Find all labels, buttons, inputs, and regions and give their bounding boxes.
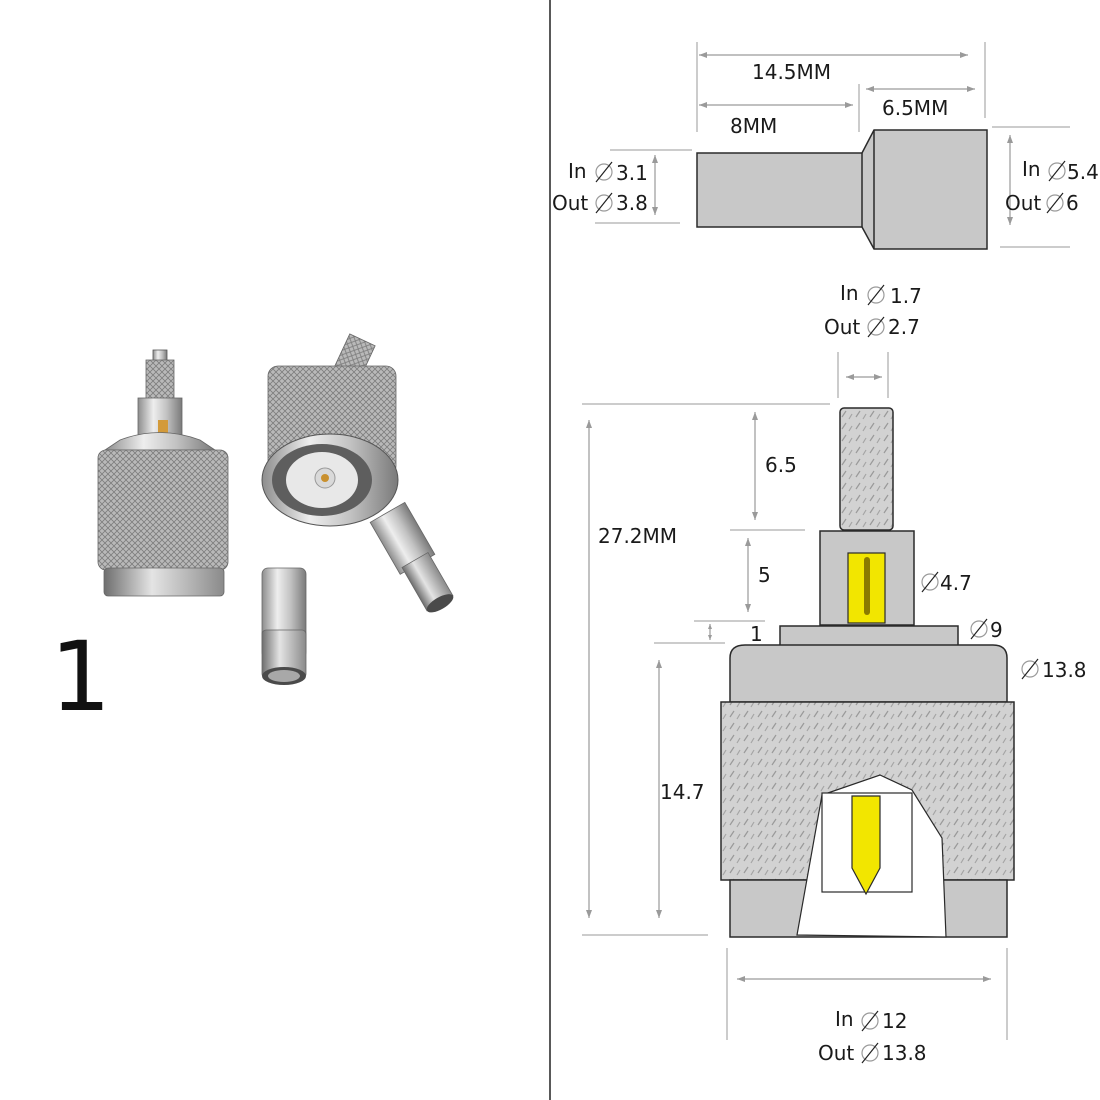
value-nut-out: 13.8 [882,1041,927,1065]
diameter-icon [970,618,988,640]
label-large-out: Out [1005,191,1041,215]
dim-overall-length [699,52,968,58]
label-large-in: In [1022,157,1041,181]
connector-front-view [261,333,399,527]
label-nut-in: In [835,1007,854,1031]
body-upper [729,644,1008,703]
label-large-length: 6.5MM [882,96,948,120]
label-insulator-length: 5 [758,563,771,587]
label-overall-length: 14.5MM [752,60,831,84]
value-pin-out: 2.7 [888,315,920,339]
ferrule-small [261,567,307,685]
dim-insulator-length [745,538,751,612]
diameter-icon [595,161,613,183]
label-nut-out: Out [818,1041,854,1065]
ferrule-drawing: 14.5MM 8MM 6.5MM In 3.1 Out 3.8 In 5.4 O… [552,42,1099,250]
value-small-in: 3.1 [616,161,648,185]
diameter-icon [861,1042,879,1064]
flange [779,625,959,647]
dim-pin-length [752,412,758,520]
label-overall-length: 27.2MM [598,524,677,548]
dim-nut-diameter [737,976,991,982]
label-body-diameter: 13.8 [1042,658,1087,682]
value-pin-in: 1.7 [890,284,922,308]
connector-side-view [97,349,229,597]
diameter-icon [867,284,885,306]
ferrule-large [369,501,454,613]
diameter-icon [921,571,939,593]
value-nut-in: 12 [882,1009,907,1033]
dim-small-length [699,102,853,108]
center-pin [839,407,894,531]
label-small-in: In [568,159,587,183]
diameter-icon [595,192,613,214]
label-body-length: 14.7 [660,780,705,804]
label-small-out: Out [552,191,588,215]
label-insulator-diameter: 4.7 [940,571,972,595]
label-pin-out: Out [824,315,860,339]
diameter-icon [1021,658,1039,680]
dim-overall-length [586,420,592,918]
product-photo [97,333,454,685]
dim-flange-thickness [708,624,712,640]
value-large-out: 6 [1066,191,1079,215]
value-small-out: 3.8 [616,191,648,215]
diameter-icon [1048,160,1066,182]
panel-number: 1 [50,621,111,733]
value-large-in: 5.4 [1067,160,1099,184]
dim-body-length [656,660,662,918]
label-small-length: 8MM [730,114,777,138]
diameter-icon [867,316,885,338]
diameter-icon [861,1010,879,1032]
dim-large-length [866,86,975,92]
connector-drawing: In 1.7 Out 2.7 27.2MM [582,281,1087,1065]
label-flange-thickness: 1 [750,622,763,646]
ferrule-outline [696,129,988,250]
label-pin-in: In [840,281,859,305]
label-flange-diameter: 9 [990,618,1003,642]
label-pin-length: 6.5 [765,453,797,477]
diameter-icon [1046,192,1064,214]
contact-yellow [851,795,881,896]
